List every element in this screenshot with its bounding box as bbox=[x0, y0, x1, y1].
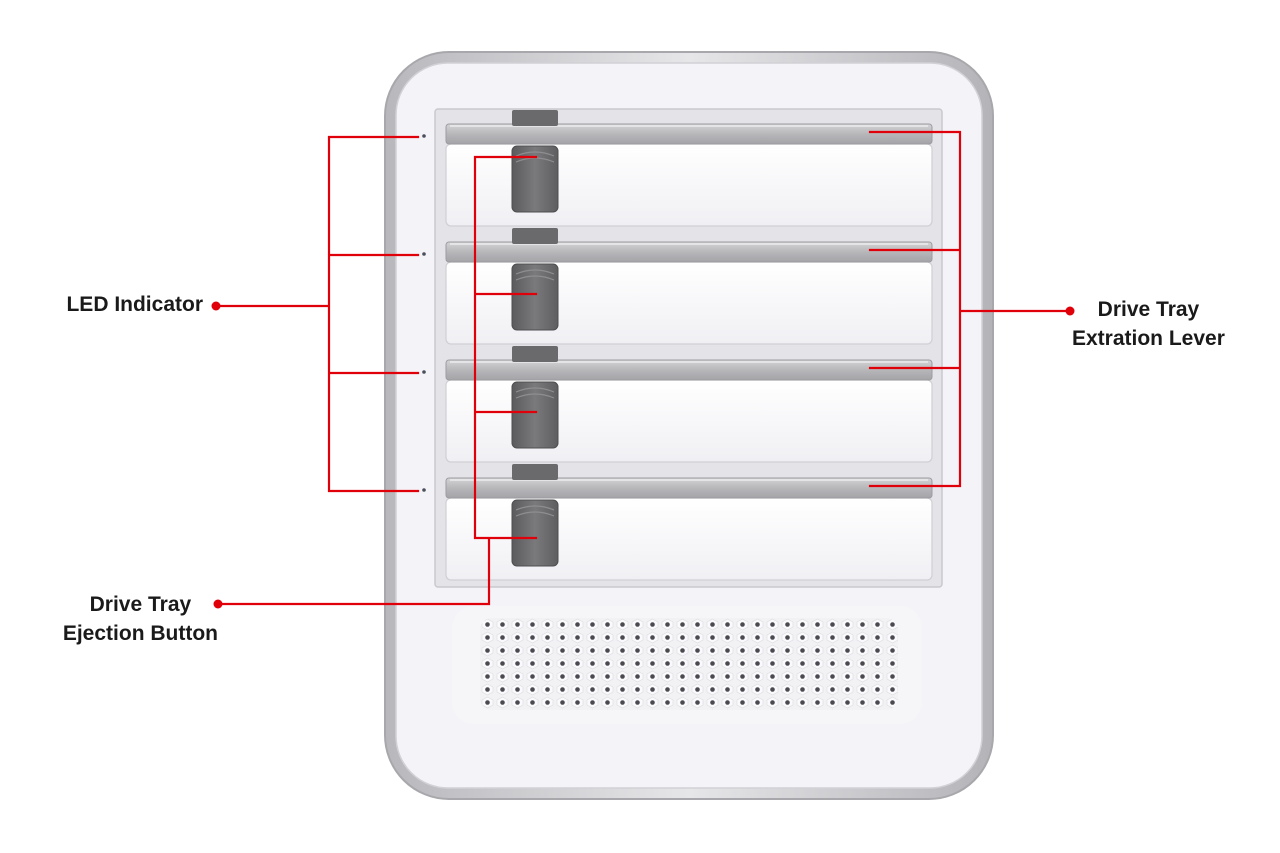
extraction-lever-label-line2: Extration Lever bbox=[1072, 324, 1225, 353]
extraction-lever[interactable] bbox=[446, 360, 932, 380]
led-indicator bbox=[422, 488, 426, 492]
latch-tab bbox=[512, 110, 558, 126]
drive-tray bbox=[422, 464, 932, 580]
extraction-lever-label-line1: Drive Tray bbox=[1072, 295, 1225, 324]
ejection-button-label-line1: Drive Tray bbox=[63, 590, 218, 619]
vent-holes bbox=[480, 618, 898, 710]
led-indicator bbox=[422, 134, 426, 138]
extraction-lever-label: Drive Tray Extration Lever bbox=[1072, 295, 1225, 353]
ejection-button[interactable] bbox=[512, 264, 558, 330]
led-indicator bbox=[422, 252, 426, 256]
drive-tray bbox=[422, 110, 932, 226]
ventilation-grille bbox=[452, 606, 922, 724]
led-indicator bbox=[422, 370, 426, 374]
latch-tab bbox=[512, 228, 558, 244]
ejection-button-label: Drive Tray Ejection Button bbox=[63, 590, 218, 648]
ejection-button[interactable] bbox=[512, 500, 558, 566]
led-indicator-label-text: LED Indicator bbox=[66, 290, 203, 319]
latch-tab bbox=[512, 346, 558, 362]
drive-tray bbox=[422, 228, 932, 344]
extraction-lever[interactable] bbox=[446, 242, 932, 262]
led-indicator-leader-dot bbox=[212, 302, 221, 311]
ejection-button[interactable] bbox=[512, 382, 558, 448]
latch-tab bbox=[512, 464, 558, 480]
drive-tray bbox=[422, 346, 932, 462]
ejection-button-label-line2: Ejection Button bbox=[63, 619, 218, 648]
extraction-lever[interactable] bbox=[446, 124, 932, 144]
led-indicator-label: LED Indicator bbox=[66, 290, 203, 319]
extraction-lever[interactable] bbox=[446, 478, 932, 498]
